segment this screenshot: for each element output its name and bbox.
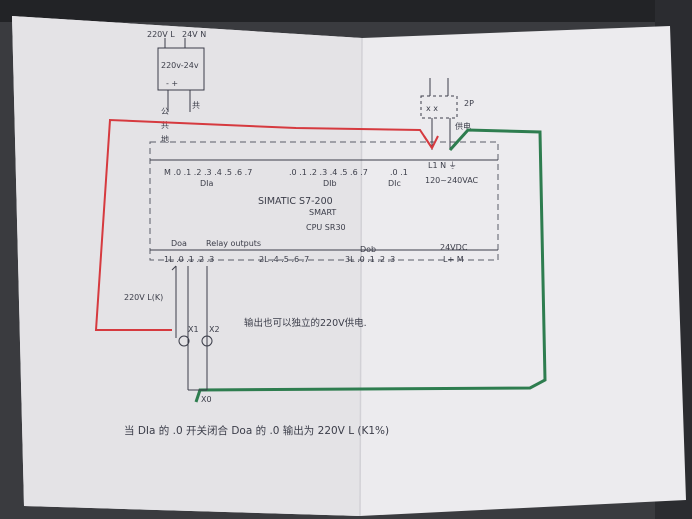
breaker-poles: x x: [426, 104, 438, 113]
breaker-label: 2P: [464, 99, 474, 108]
out-group-dob: Dob: [360, 245, 376, 254]
ps-input-label: 220V L: [147, 30, 175, 39]
red-wire: [94, 118, 433, 331]
load-x2: X2: [209, 325, 220, 334]
inputs-terminals-c: .0 .1: [390, 168, 408, 177]
ps-module-label: 220v-24v: [161, 61, 199, 70]
load-x0: X0: [201, 395, 212, 404]
inputs-terminals: M .0 .1 .2 .3 .4 .5 .6 .7: [164, 168, 252, 177]
ps-output-label: 24V N: [182, 30, 206, 39]
dc24-label: 24VDC: [440, 243, 468, 252]
group-dia: DIa: [200, 179, 214, 188]
power-supply-module: [157, 38, 205, 112]
plc-model-smart: SMART: [309, 208, 336, 217]
supply-note: 供电: [455, 121, 471, 131]
paper-fold: [359, 37, 363, 517]
power-terminals: L1 N ⏚: [428, 161, 457, 170]
breaker-2p: [420, 78, 458, 150]
group-dic: DIc: [388, 179, 401, 188]
inputs-terminals-b: .0 .1 .2 .3 .4 .5 .6 .7: [289, 168, 368, 177]
desk-top-edge: [0, 0, 692, 22]
dc24-terminals: L+ M: [443, 255, 464, 264]
outputs-row-c: 3L .0 .1 .2 .3: [345, 255, 395, 264]
ps-terminals-label: - +: [166, 79, 178, 88]
out-group-doa: Doa: [171, 239, 187, 248]
ground-mark: 共: [192, 101, 200, 110]
ground-char-1: 公: [161, 107, 169, 116]
ground-char-3: 地: [161, 134, 169, 144]
plc-model: SIMATIC S7-200: [258, 196, 333, 207]
red-arrow: [423, 135, 439, 150]
output-load-wiring: [171, 265, 213, 391]
load-supply-label: 220V L(K): [124, 293, 163, 302]
relay-outputs: Relay outputs: [206, 239, 261, 248]
paper-left-half: [12, 16, 362, 516]
bottom-note: 当 DIa 的 .0 开关闭合 Doa 的 .0 输出为 220V L (K1%…: [124, 424, 389, 437]
load-x1: X1: [188, 325, 199, 334]
outputs-row-b: 2L .4 .5 .6 .7: [259, 255, 309, 264]
plc-cpu: CPU SR30: [306, 223, 346, 232]
middle-note: 输出也可以独立的220V供电.: [244, 317, 367, 329]
group-dib: DIb: [323, 179, 337, 188]
power-label: 120~240VAC: [425, 176, 479, 185]
plc-body-outline: [149, 141, 499, 261]
outputs-row-a: 1L .0 .1 .2 .3: [164, 255, 214, 264]
ground-char-2: 共: [161, 121, 169, 130]
